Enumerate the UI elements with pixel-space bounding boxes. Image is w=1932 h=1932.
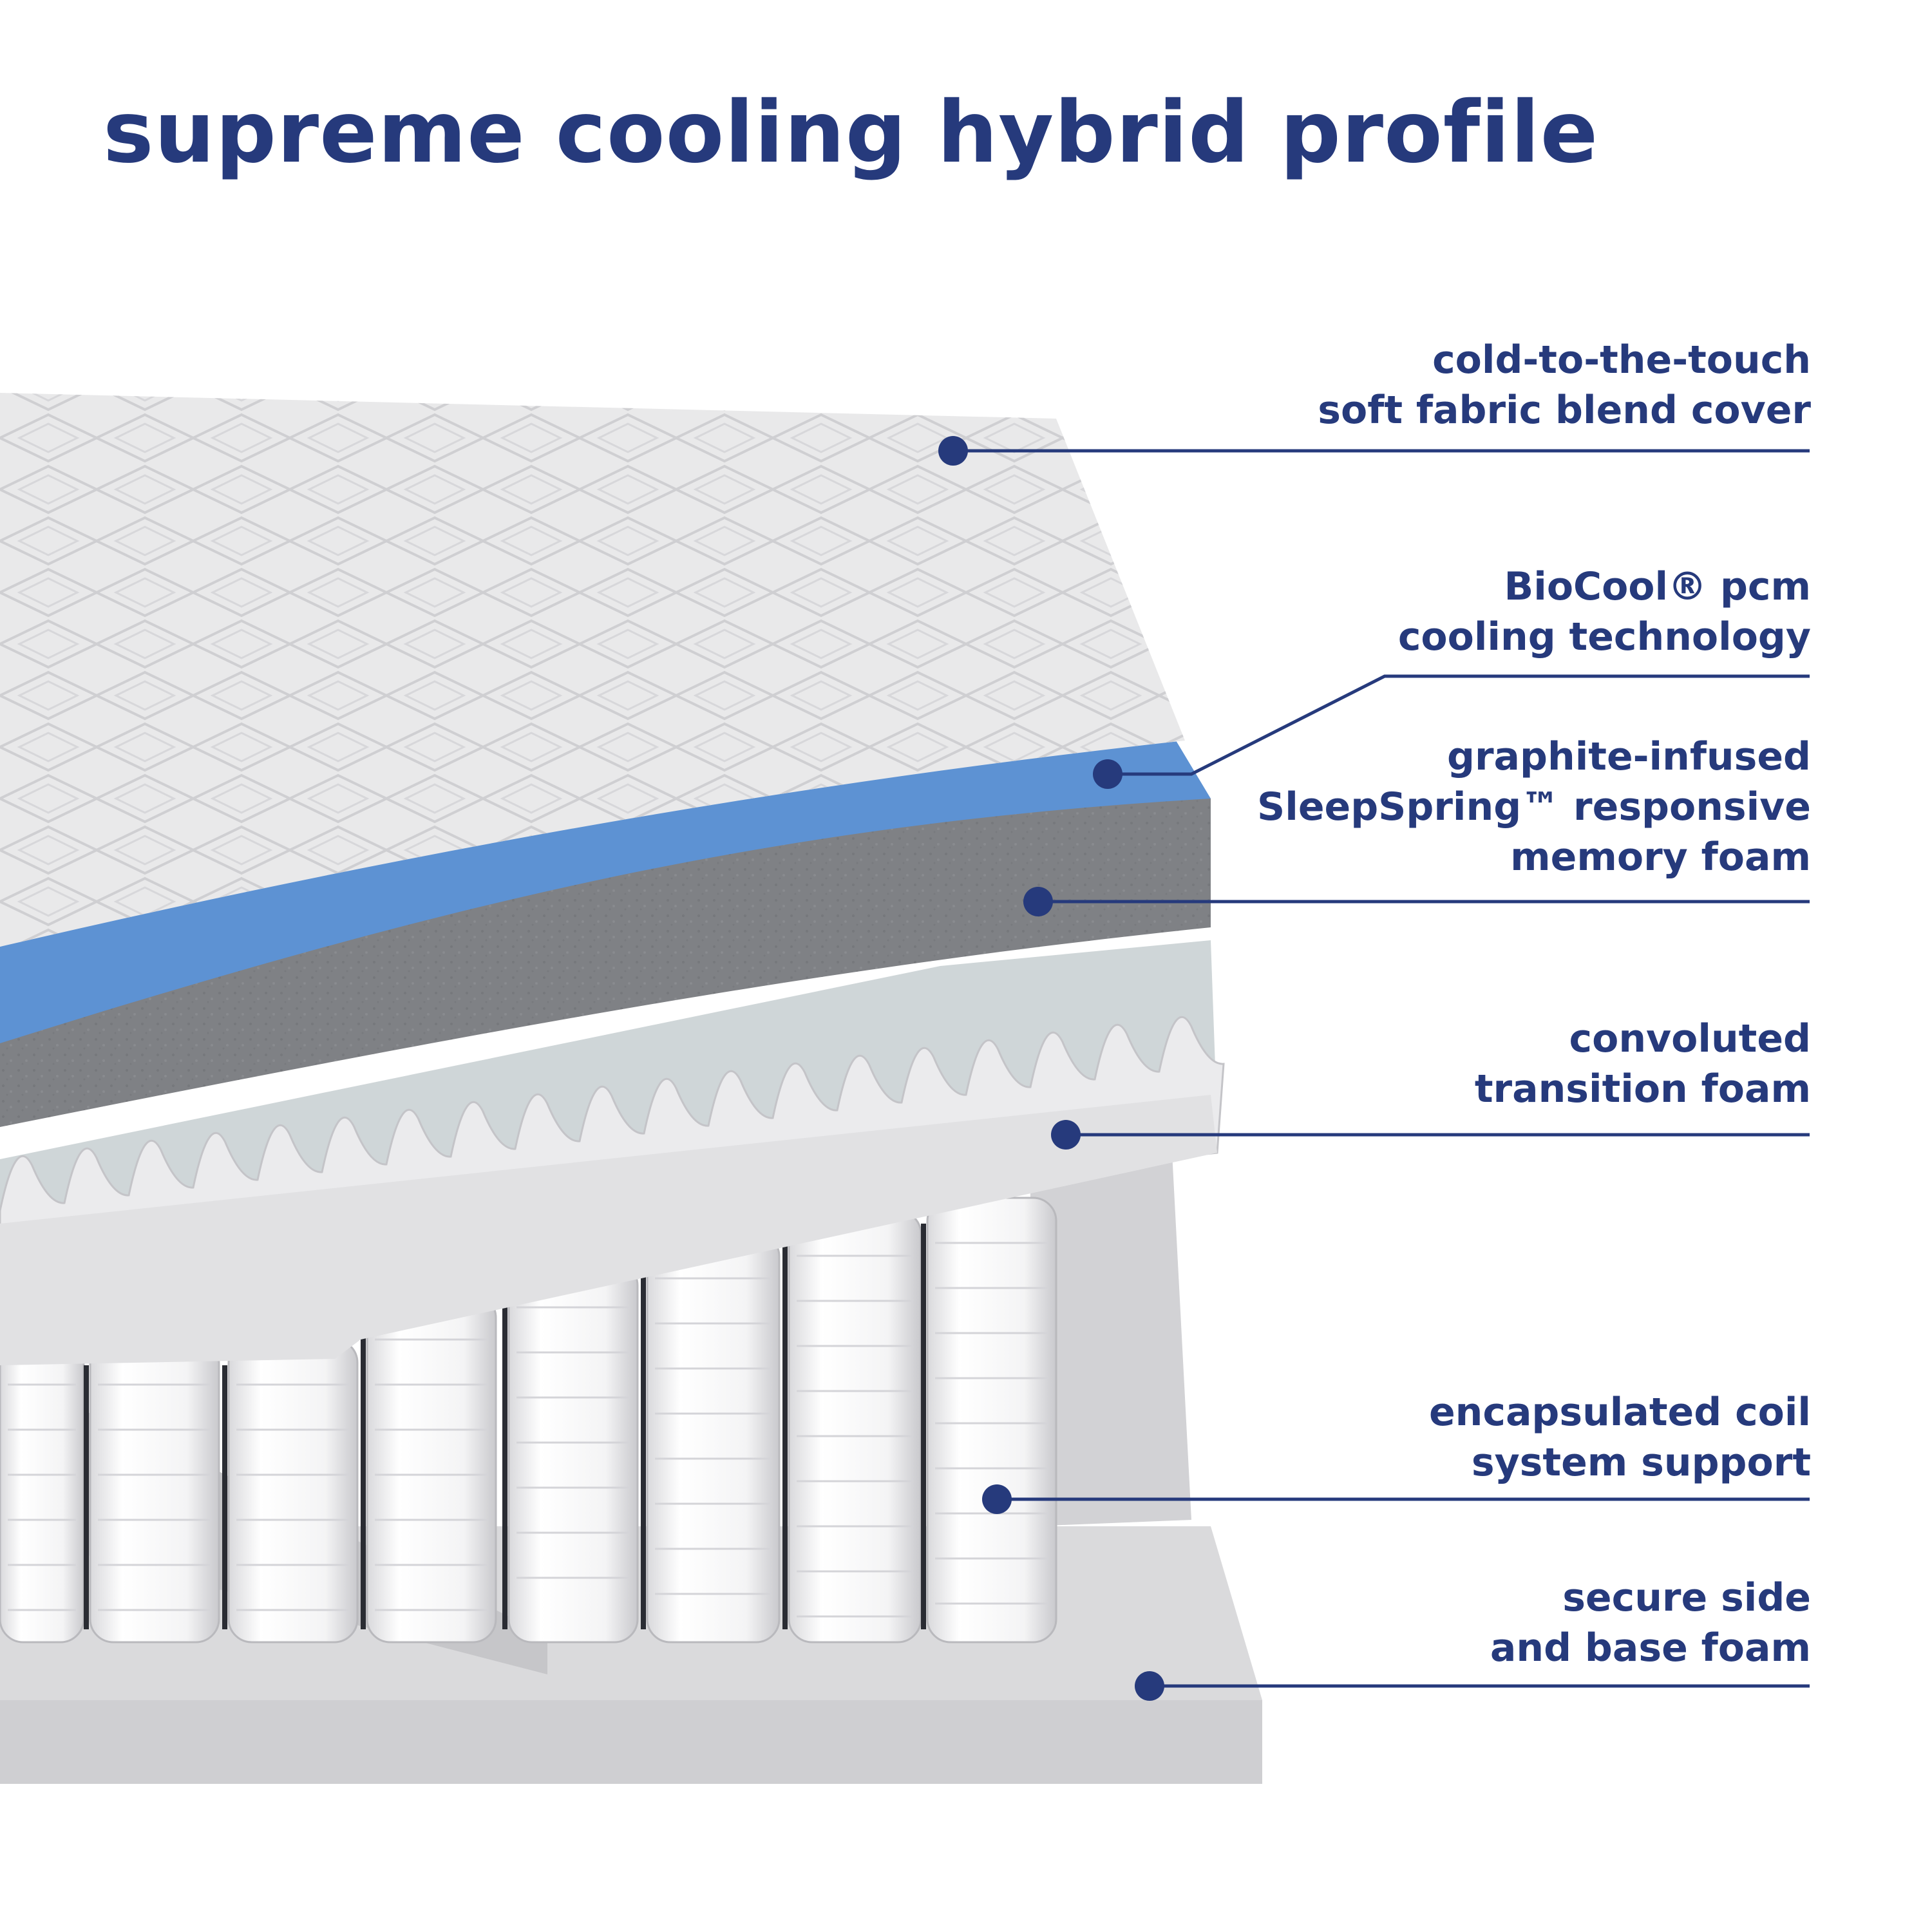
- label-transition-foam: convoluted transition foam: [1475, 1014, 1811, 1114]
- leader-dot-cover: [938, 436, 968, 466]
- leader-dot-memory-foam: [1023, 887, 1053, 916]
- leader-dot-base-foam: [1135, 1671, 1164, 1701]
- coil-4: [366, 1293, 497, 1643]
- label-cover-line-1: cold-to-the-touch: [1432, 337, 1811, 383]
- label-coils-line-2: system support: [1471, 1440, 1811, 1485]
- label-base-foam-line-2: and base foam: [1490, 1625, 1811, 1671]
- coil-7: [788, 1209, 922, 1643]
- label-coils-line-1: encapsulated coil: [1428, 1390, 1811, 1435]
- leader-dot-cooling: [1093, 759, 1122, 789]
- coil-8: [926, 1197, 1057, 1643]
- coil-6: [646, 1232, 781, 1643]
- leader-line-cooling: [1108, 674, 1810, 776]
- transition-foam-layer: [0, 940, 1225, 1365]
- coil-5: [507, 1261, 639, 1643]
- label-cover-line-2: soft fabric blend cover: [1318, 388, 1811, 433]
- label-cooling-line-2: cooling technology: [1397, 614, 1811, 659]
- label-coils: encapsulated coil system support: [1429, 1387, 1811, 1488]
- encapsulated-coils: [0, 1197, 1057, 1643]
- leader-dot-transition-foam: [1051, 1120, 1081, 1150]
- leader-dot-coils: [982, 1484, 1012, 1514]
- cover-layer: [0, 393, 1185, 947]
- label-cover: cold-to-the-touch soft fabric blend cove…: [1318, 335, 1811, 435]
- page-title: supreme cooling hybrid profile: [103, 83, 1599, 182]
- label-base-foam-line-1: secure side: [1562, 1575, 1811, 1620]
- callout-leaders: [938, 436, 1810, 1701]
- label-memory-foam: graphite-infused SleepSpring™ responsive…: [1257, 732, 1811, 882]
- label-memory-foam-line-3: memory foam: [1510, 835, 1811, 880]
- label-cooling: BioCool® pcm cooling technology: [1398, 562, 1811, 662]
- label-cooling-line-1: BioCool® pcm: [1504, 564, 1811, 609]
- label-transition-foam-line-2: transition foam: [1474, 1066, 1811, 1112]
- label-memory-foam-line-2: SleepSpring™ responsive: [1257, 784, 1811, 829]
- label-memory-foam-line-1: graphite-infused: [1447, 734, 1811, 779]
- label-base-foam: secure side and base foam: [1490, 1573, 1811, 1673]
- label-transition-foam-line-1: convoluted: [1569, 1016, 1811, 1061]
- memory-foam-layer: [0, 734, 1211, 1127]
